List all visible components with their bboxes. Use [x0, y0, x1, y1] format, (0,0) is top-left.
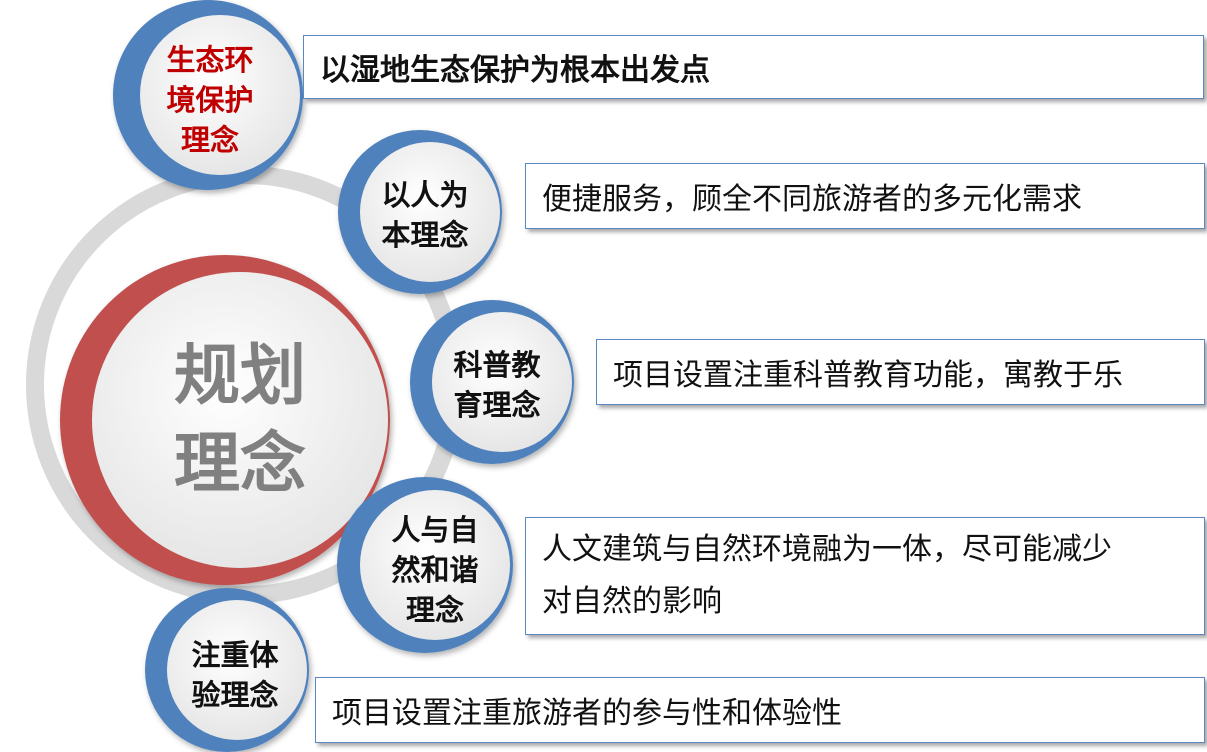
concept-circle-2	[338, 130, 502, 294]
concept-label-2: 以人为 本理念	[381, 178, 469, 252]
concept-circle-5	[145, 588, 309, 752]
concept-label-5: 注重体 验理念	[191, 638, 279, 712]
concept-label-4: 人与自 然和谐 理念	[391, 513, 479, 627]
center-label: 规划 理念	[174, 337, 306, 502]
concept-circle-4	[337, 477, 513, 653]
concept-text-4: 人文建筑与自然环境融为一体，尽可能减少 对自然的影响	[525, 517, 1205, 635]
concept-label-3: 科普教 育理念	[453, 348, 541, 422]
concept-circle-1	[113, 0, 303, 190]
concept-text-2: 便捷服务，顾全不同旅游者的多元化需求	[525, 163, 1205, 229]
concept-text-5: 项目设置注重旅游者的参与性和体验性	[315, 677, 1205, 743]
center-circle	[92, 272, 388, 568]
concept-text-1: 以湿地生态保护为根本出发点	[303, 35, 1204, 99]
concept-text-3: 项目设置注重科普教育功能，寓教于乐	[596, 339, 1205, 405]
concept-label-1: 生态环 境保护 理念	[166, 43, 254, 157]
concept-circle-3	[410, 300, 574, 464]
